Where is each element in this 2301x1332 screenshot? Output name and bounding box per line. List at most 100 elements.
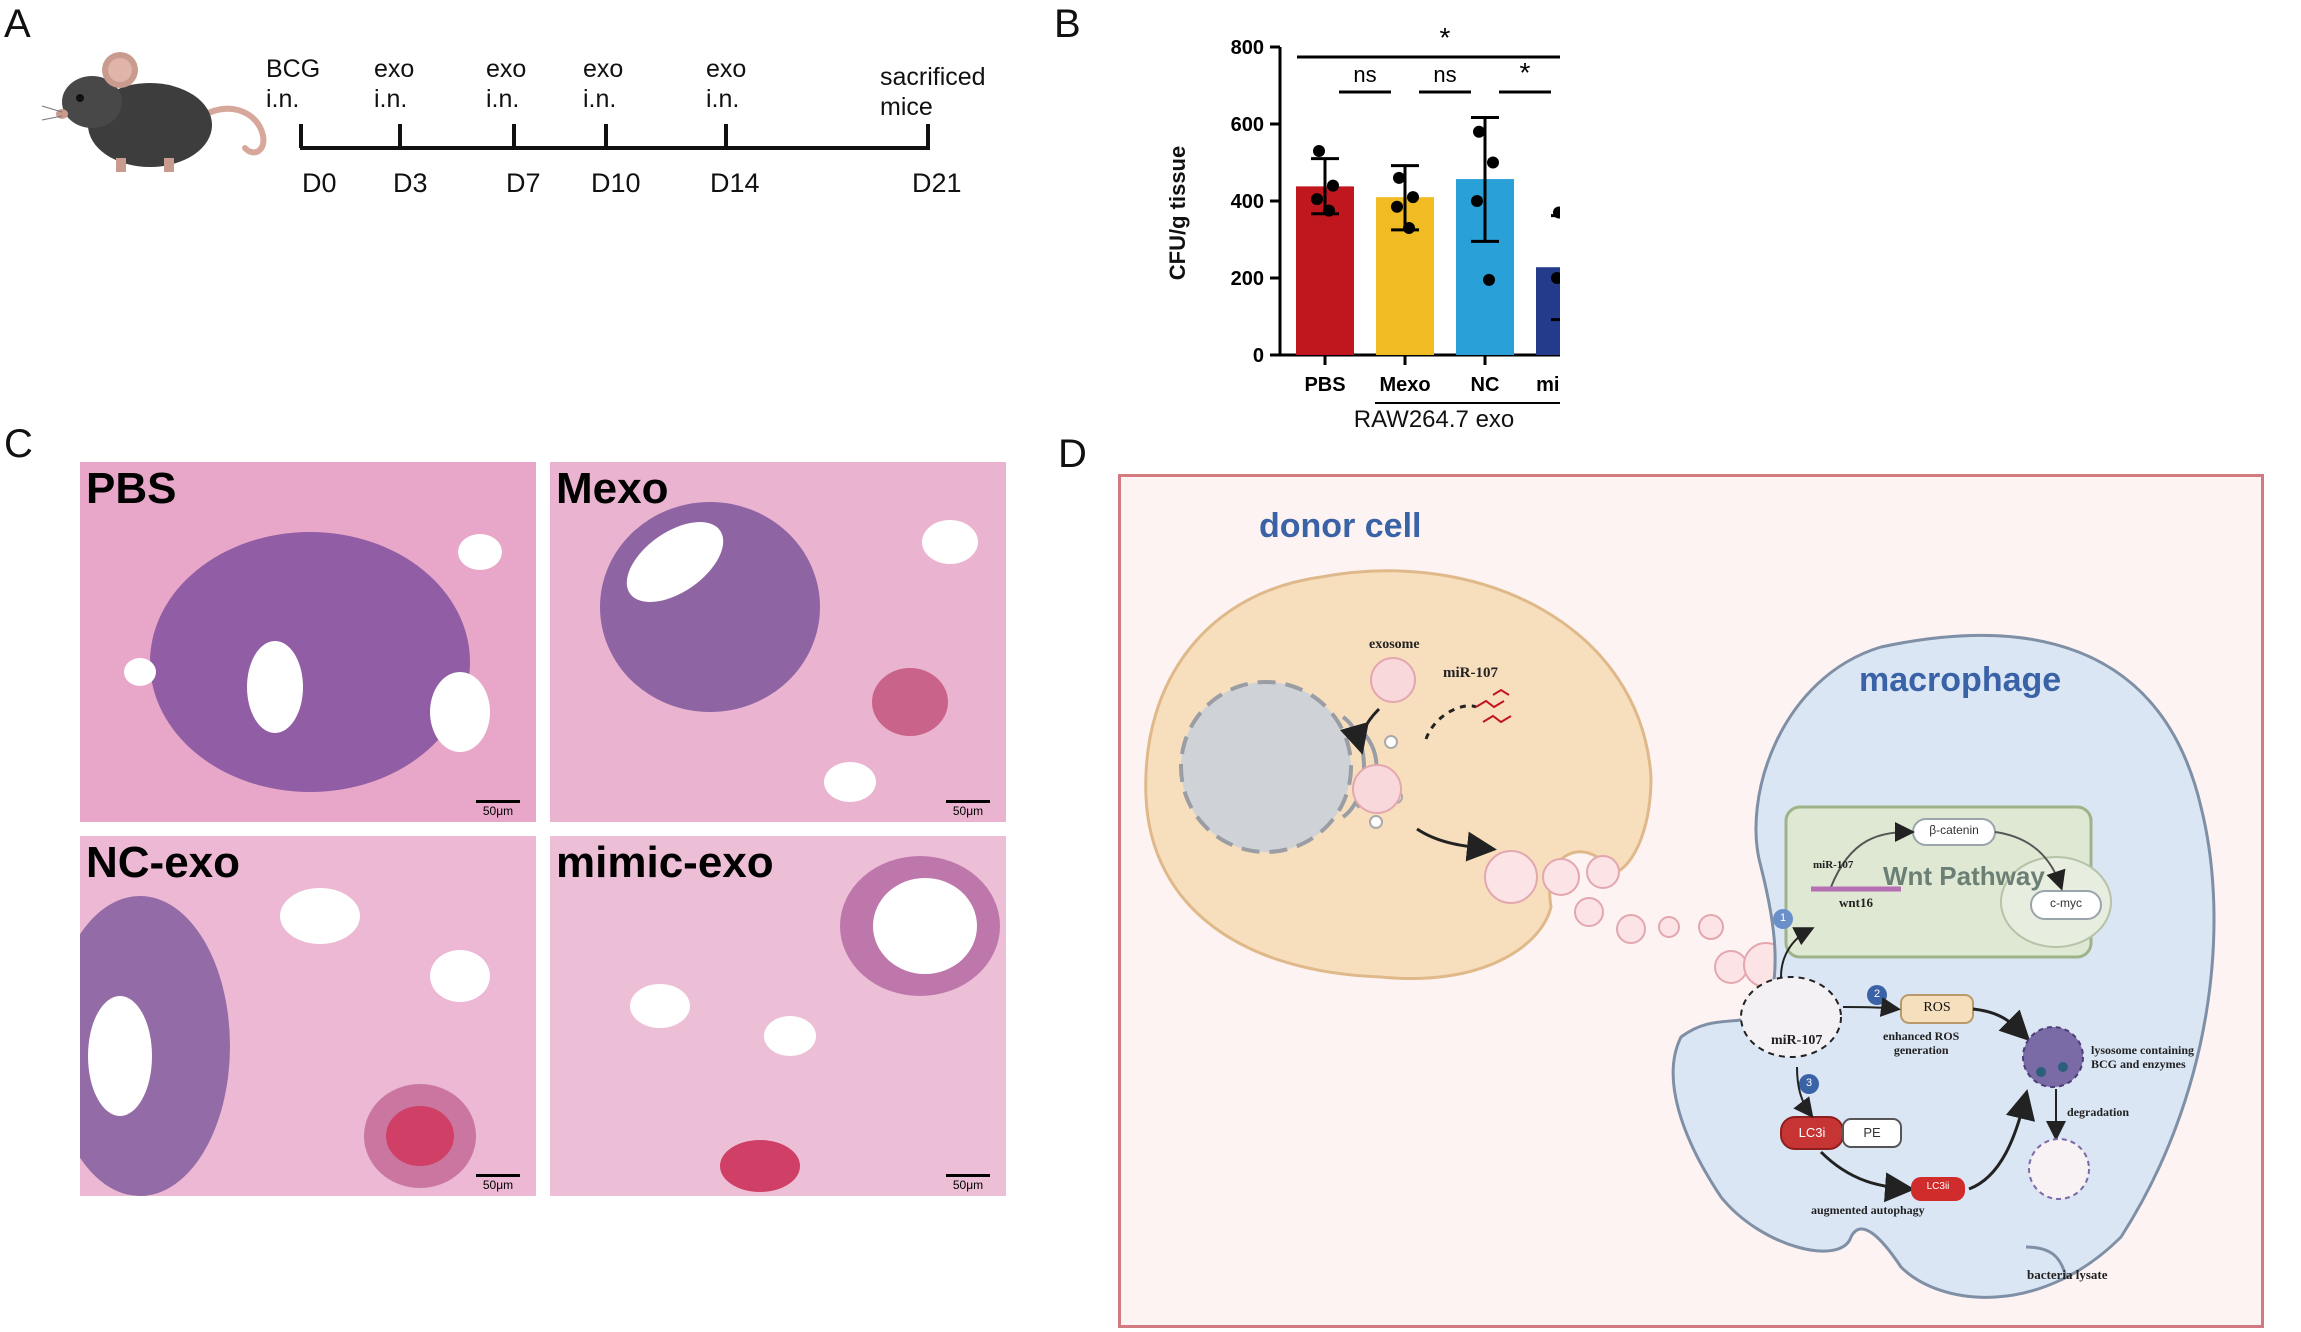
c-myc-pill <box>2030 890 2102 920</box>
x-tick-label-mexo: Mexo <box>1379 374 1430 396</box>
donor-nucleus <box>1179 680 1353 854</box>
phagosome-icon <box>1740 976 1842 1058</box>
x-tick-label-pbs: PBS <box>1304 374 1345 396</box>
y-axis-label-wrap: CFU/g tissue <box>1158 146 1198 280</box>
timeline-event-1: exo i.n. <box>374 55 415 113</box>
panel-a-letter: A <box>4 2 31 46</box>
histology-image-mimic-exo: mimic-exo 50μm <box>550 836 1006 1196</box>
histology-label-pbs: PBS <box>86 464 177 513</box>
timeline-event-0: BCG i.n. <box>266 55 321 113</box>
step-3-badge <box>1799 1074 1819 1094</box>
lysosome-icon <box>2022 1026 2084 1088</box>
lc3i-label: LC3i <box>1798 1125 1826 1140</box>
y-tick-label-1: 200 <box>1231 268 1264 290</box>
y-tick-label-0: 0 <box>1253 345 1264 367</box>
step-1-label: 1 <box>1779 912 1787 924</box>
scale-bar-mimic-exo: 50μm <box>946 1174 990 1192</box>
mir107-small-label: miR-107 <box>1813 859 1854 871</box>
timeline-event-3: exo i.n. <box>583 55 624 113</box>
histology-label-mimic-exo: mimic-exo <box>556 838 774 887</box>
data-point-3-0 <box>1553 206 1560 219</box>
x-tick-label-mimic: mimic <box>1536 374 1560 396</box>
data-point-0-3 <box>1323 204 1335 217</box>
data-point-1-2 <box>1391 200 1403 213</box>
timeline-event-4: exo i.n. <box>706 55 747 113</box>
timeline-axis <box>299 124 930 150</box>
data-point-1-0 <box>1393 171 1405 184</box>
timeline-day-5: D21 <box>912 168 962 198</box>
step-2-label: 2 <box>1873 988 1881 1000</box>
panel-b-letter: B <box>1054 2 1081 46</box>
histology-image-pbs: PBS 50μm <box>80 462 536 822</box>
exosome-icon <box>1370 657 1416 703</box>
data-point-3-2 <box>1551 272 1560 284</box>
augmented-autophagy-label: augmented autophagy <box>1811 1203 1925 1217</box>
y-tick-label-3: 600 <box>1231 114 1264 136</box>
timeline-day-4: D14 <box>710 168 760 198</box>
panel-d-letter: D <box>1058 432 1087 476</box>
sig-label-3: * <box>1440 22 1451 53</box>
beta-catenin-label: β-catenin <box>1929 823 1979 837</box>
scale-bar-nc-exo: 50μm <box>476 1174 520 1192</box>
degradation-label: degradation <box>2067 1105 2130 1119</box>
step-1-badge <box>1773 909 1793 929</box>
pe-label: PE <box>1863 1125 1881 1140</box>
histology-label-nc-exo: NC-exo <box>86 838 241 887</box>
sig-label-2: * <box>1520 57 1531 88</box>
scale-bar-mexo: 50μm <box>946 800 990 818</box>
mechanism-diagram-frame: donor cell macrophage exosome miR-107 mi… <box>1118 474 2264 1328</box>
mir107-macrophage-label: miR-107 <box>1771 1033 1823 1048</box>
ros-label: ROS <box>1923 1000 1951 1015</box>
timeline-day-3: D10 <box>591 168 641 198</box>
panel-c-letter: C <box>4 422 33 466</box>
exosome-label: exosome <box>1369 637 1420 652</box>
timeline-event-5: sacrificed mice <box>880 63 986 121</box>
step-3-label: 3 <box>1805 1077 1813 1089</box>
enhanced-ros-label: enhanced ROS generation <box>1883 1029 1960 1057</box>
x-tick-label-nc: NC <box>1471 374 1500 396</box>
data-point-2-1 <box>1487 156 1499 169</box>
lysosome-label: lysosome containing BCG and enzymes <box>2091 1043 2195 1071</box>
mir-arrow <box>1424 704 1477 740</box>
release-arrow <box>1416 827 1497 862</box>
sig-label-1: ns <box>1433 62 1456 87</box>
y-tick-label-4: 800 <box>1231 37 1264 59</box>
lc3ii-label: LC3ii <box>1926 1181 1950 1192</box>
data-point-1-3 <box>1403 221 1415 234</box>
exosome-arrow <box>1339 707 1381 755</box>
wnt16-label: wnt16 <box>1839 895 1873 910</box>
mouse-icon <box>41 52 267 172</box>
pe-box <box>1842 1118 1902 1148</box>
bacteria-lysate-label: bacteria lysate <box>2027 1267 2108 1282</box>
donor-cell-title: donor cell <box>1259 507 1422 545</box>
timeline-day-0: D0 <box>302 168 337 198</box>
data-point-0-1 <box>1327 179 1339 192</box>
lc3ii-pill <box>1911 1177 1965 1201</box>
scale-bar-pbs: 50μm <box>476 800 520 818</box>
timeline-day-2: D7 <box>506 168 541 198</box>
degrading-lysosome-icon <box>2028 1138 2090 1200</box>
group-label: RAW264.7 exo <box>1353 406 1515 433</box>
data-point-2-3 <box>1483 273 1495 286</box>
histology-label-mexo: Mexo <box>556 464 669 513</box>
data-point-2-0 <box>1473 125 1485 138</box>
mir107-label: miR-107 <box>1443 665 1498 681</box>
data-point-1-1 <box>1407 191 1419 204</box>
mechanism-diagram <box>1144 569 2216 1299</box>
macrophage-title: macrophage <box>1859 661 2062 699</box>
mvb-icon <box>1352 764 1402 814</box>
data-point-0-2 <box>1311 193 1323 206</box>
timeline-day-1: D3 <box>393 168 428 198</box>
wnt-pathway-label: Wnt Pathway <box>1883 861 2045 891</box>
sig-label-0: ns <box>1353 62 1376 87</box>
data-point-0-0 <box>1313 144 1325 157</box>
y-axis-label: CFU/g tissue <box>1165 145 1190 281</box>
c-myc-label: c-myc <box>2050 896 2082 910</box>
histology-image-mexo: Mexo 50μm <box>550 462 1006 822</box>
data-point-2-2 <box>1471 195 1483 207</box>
histology-image-nc-exo: NC-exo 50μm <box>80 836 536 1196</box>
mirna-cluster-icon <box>1475 688 1512 724</box>
y-tick-label-2: 400 <box>1231 191 1264 213</box>
timeline-event-2: exo i.n. <box>486 55 527 113</box>
